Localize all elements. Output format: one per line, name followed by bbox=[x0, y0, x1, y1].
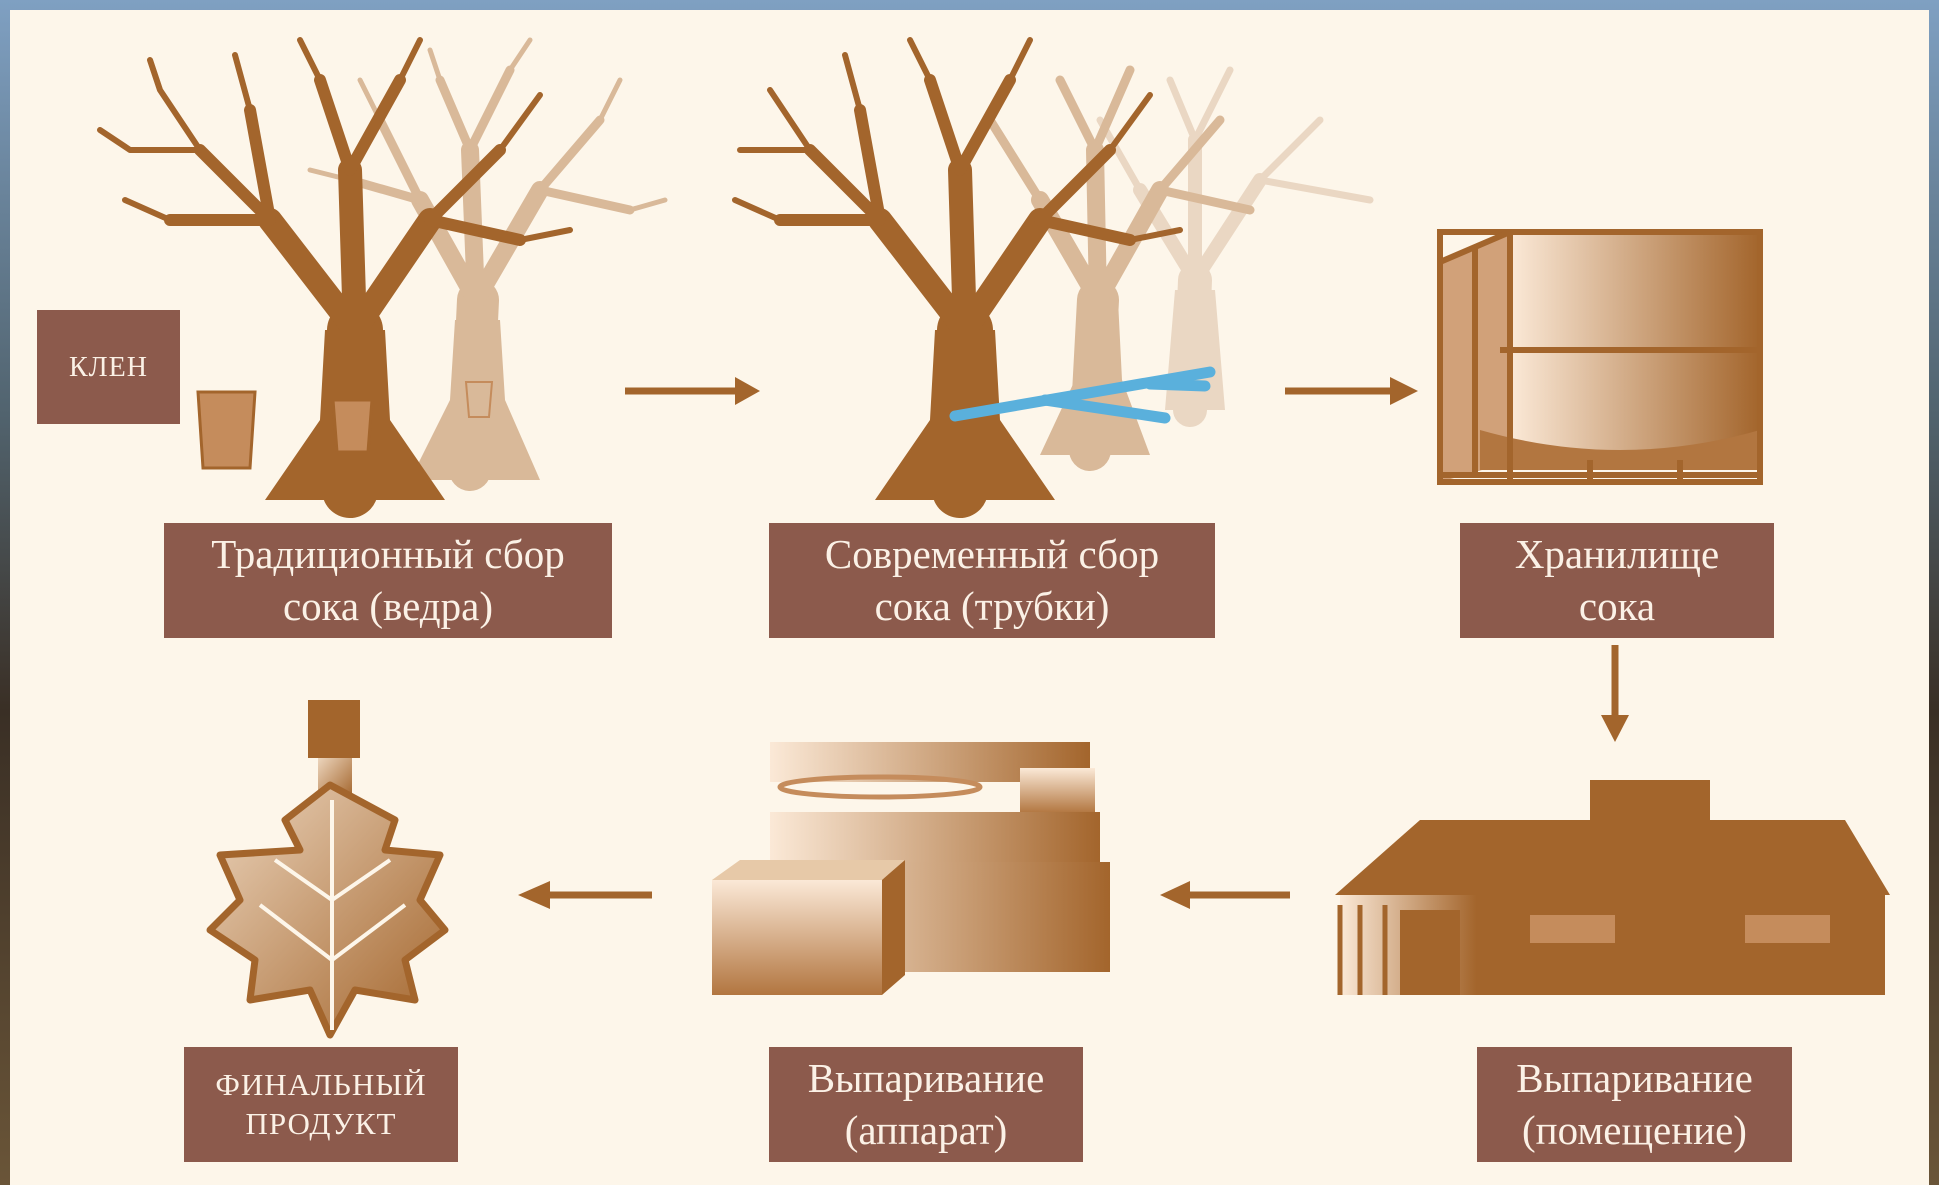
step-label-line: Выпаривание bbox=[807, 1055, 1045, 1102]
maple-syrup-bottle-illustration bbox=[206, 700, 449, 1039]
maple-label: КЛЕН bbox=[37, 310, 180, 424]
step-label-line: Современный сбор bbox=[824, 531, 1160, 578]
maple-trees-tubing-illustration bbox=[732, 37, 1374, 518]
sap-storage-tank-illustration bbox=[1437, 229, 1763, 485]
step-evaporation-apparatus-label: Выпаривание (аппарат) bbox=[769, 1047, 1083, 1162]
step-evaporation-house-label: Выпаривание (помещение) bbox=[1477, 1047, 1792, 1162]
step-label-line: сока (ведра) bbox=[282, 582, 494, 629]
step-label-line: ФИНАЛЬНЫЙ bbox=[215, 1066, 427, 1102]
step-label-line: ПРОДУКТ bbox=[245, 1105, 397, 1141]
sugar-house-illustration bbox=[1335, 780, 1890, 995]
arrow-down bbox=[1601, 645, 1629, 742]
step-label-line: Выпаривание bbox=[1516, 1055, 1753, 1102]
step-storage-label: Хранилище сока bbox=[1460, 523, 1774, 638]
arrow-right-1 bbox=[625, 377, 760, 405]
arrow-left-2 bbox=[518, 881, 652, 909]
step-final-product-label: ФИНАЛЬНЫЙ ПРОДУКТ bbox=[184, 1047, 458, 1162]
maple-trees-buckets-illustration bbox=[97, 37, 668, 518]
step-label-line: сока (трубки) bbox=[874, 582, 1110, 629]
arrow-right-2 bbox=[1285, 377, 1418, 405]
step-label-line: (помещение) bbox=[1522, 1106, 1747, 1153]
evaporator-illustration bbox=[712, 742, 1110, 995]
step-label-line: сока bbox=[1578, 582, 1656, 629]
step-traditional-collection-label: Традиционный сбор сока (ведра) bbox=[164, 523, 612, 638]
step-label-line: Хранилище bbox=[1514, 531, 1720, 578]
step-label-line: Традиционный сбор bbox=[211, 531, 565, 578]
maple-label-text: КЛЕН bbox=[69, 351, 148, 383]
step-label-line: (аппарат) bbox=[844, 1106, 1008, 1153]
flow-arrows bbox=[518, 377, 1629, 909]
arrow-left-1 bbox=[1160, 881, 1290, 909]
step-modern-collection-label: Современный сбор сока (трубки) bbox=[769, 523, 1215, 638]
